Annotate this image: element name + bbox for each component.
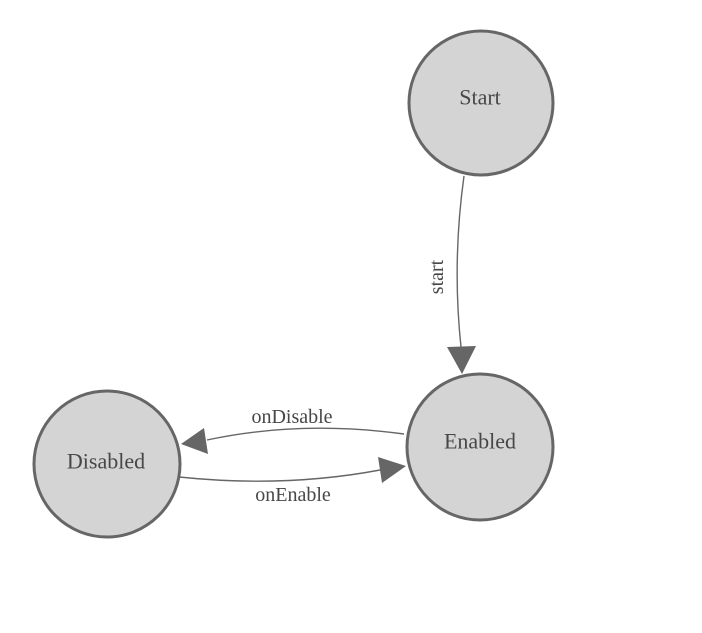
- node-enabled-circle[interactable]: [405, 372, 555, 522]
- edge-enabled-to-disabled: onDisable: [181, 406, 405, 454]
- edge-start-to-enabled: start: [426, 175, 476, 374]
- node-start-circle[interactable]: [407, 29, 555, 177]
- edge-label-ondisable: onDisable: [251, 406, 332, 428]
- arrowhead-into-enabled-top: [447, 346, 476, 374]
- node-enabled-label: Enabled: [444, 429, 516, 454]
- edge-ondisable-line: [206, 427, 405, 441]
- arrowhead-into-disabled: [181, 428, 208, 454]
- node-start[interactable]: Start: [407, 29, 555, 177]
- node-disabled-circle[interactable]: [32, 389, 182, 539]
- node-disabled-label: Disabled: [67, 449, 145, 474]
- edge-label-start: start: [426, 259, 448, 294]
- node-enabled[interactable]: Enabled: [405, 372, 555, 522]
- edge-start-line: [456, 175, 465, 348]
- edge-disabled-to-enabled: onEnable: [178, 457, 406, 506]
- arrowhead-into-enabled-left: [378, 457, 406, 483]
- edge-label-onenable: onEnable: [255, 484, 331, 506]
- node-start-label: Start: [459, 85, 501, 110]
- edge-onenable-line: [178, 469, 381, 482]
- node-disabled[interactable]: Disabled: [32, 389, 182, 539]
